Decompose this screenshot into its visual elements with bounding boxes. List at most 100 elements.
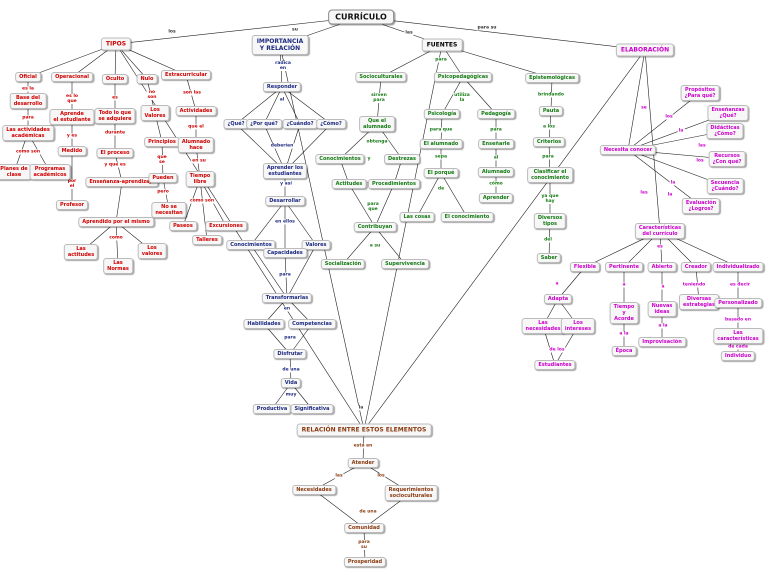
concept-node-talleres: Talleres bbox=[192, 235, 222, 245]
connector-necesita-proposito bbox=[627, 92, 701, 151]
concept-node-abierto: Abierto bbox=[647, 262, 677, 272]
link-phrase: la bbox=[357, 405, 365, 411]
concept-node-actitudes-r: Las actitudes bbox=[63, 244, 99, 260]
concept-node-nulo: Nulo bbox=[136, 74, 158, 84]
concept-node-epoca: Época bbox=[611, 346, 637, 356]
link-phrase: durante bbox=[103, 130, 127, 136]
concept-node-extracurricular: Extracurricular bbox=[160, 70, 212, 80]
link-phrase: las bbox=[639, 190, 649, 196]
concept-node-principios: Principios bbox=[144, 137, 180, 147]
concept-node-normas: Las Normas bbox=[103, 258, 133, 274]
concept-node-que-alumnado: Que el alumnado bbox=[359, 116, 395, 132]
concept-node-curriculo: CURRÍCULO bbox=[328, 9, 394, 25]
connector-tiempo_libre-talleres bbox=[199, 178, 208, 241]
concept-node-tiempo-acorde: Tiempo y Acorde bbox=[609, 302, 639, 324]
link-phrase: los bbox=[695, 158, 705, 164]
link-phrase: se bbox=[640, 105, 648, 111]
concept-node-desarrollar: Desarrollar bbox=[265, 196, 305, 206]
concept-node-no-se: No se necesitan bbox=[151, 202, 187, 218]
concept-node-socializacion: Socialización bbox=[320, 259, 366, 269]
concept-node-saber: Saber bbox=[536, 253, 562, 263]
concept-node-creador: Creador bbox=[680, 262, 712, 272]
concept-node-operacional: Operacional bbox=[51, 72, 93, 82]
link-phrase: de una bbox=[358, 509, 378, 515]
link-phrase: utiliza la bbox=[453, 93, 471, 103]
link-phrase: para bbox=[434, 57, 448, 63]
connector-elaboracion-caracteristicas bbox=[644, 49, 661, 232]
concept-node-evaluacion: Evaluación ¿Logros? bbox=[681, 198, 721, 214]
concept-node-base: Base del desarrollo bbox=[9, 93, 47, 109]
link-phrase: para que bbox=[428, 127, 454, 133]
concept-node-oficial: Oficial bbox=[15, 72, 41, 82]
link-phrase: para bbox=[489, 127, 503, 133]
link-phrase: ya que hay bbox=[540, 194, 560, 204]
concept-node-criterios: Criterios bbox=[532, 137, 566, 147]
link-phrase: de cada bbox=[727, 344, 749, 350]
concept-node-diversas-estr: Diversas estrategias bbox=[678, 294, 720, 310]
concept-node-competencias: Competencias bbox=[288, 319, 336, 329]
link-phrase: al bbox=[492, 155, 500, 161]
concept-node-supervivencia: Supervivencia bbox=[381, 259, 429, 269]
link-phrase: y es bbox=[65, 133, 79, 139]
concept-node-como-q: ¿Cómo? bbox=[316, 119, 346, 129]
link-phrase: brindando bbox=[537, 92, 565, 98]
link-phrase: por el bbox=[66, 179, 78, 189]
concept-node-aprender-g: Aprender bbox=[478, 193, 514, 203]
concept-node-el-conocimiento: El conocimiento bbox=[440, 212, 494, 222]
concept-node-flexible: Flexible bbox=[569, 262, 601, 272]
concept-node-todo-lo-que: Todo lo que se adquiere bbox=[94, 108, 136, 124]
concept-node-actividades-acad: Las actividades académicas bbox=[2, 125, 54, 141]
concept-node-procedimientos: Procedimientos bbox=[368, 179, 420, 189]
link-phrase: las bbox=[697, 143, 707, 149]
connector-ens_apr-aprendido bbox=[115, 181, 123, 223]
link-phrase: su bbox=[291, 27, 299, 33]
link-phrase: pero bbox=[156, 189, 170, 195]
concept-node-ensenanzas: Enseñanzas ¿Qué? bbox=[707, 105, 749, 121]
concept-node-individuo: Individuo bbox=[720, 351, 756, 361]
link-phrase: de bbox=[436, 186, 446, 192]
concept-node-pertinente: Pertinente bbox=[605, 262, 643, 272]
link-phrase: para bbox=[21, 115, 35, 121]
link-phrase: a bbox=[660, 284, 666, 290]
concept-node-cuando-q: ¿Cuándo? bbox=[282, 119, 318, 129]
concept-node-tiempo-libre: Tiempo libre bbox=[185, 171, 215, 187]
concept-node-estudiantes-m: Estudiantes bbox=[534, 360, 576, 370]
concept-node-productiva: Productiva bbox=[252, 404, 292, 414]
link-phrase: que el bbox=[187, 124, 205, 130]
concept-node-valores-n: Valores bbox=[301, 240, 331, 250]
connector-el_porque-las_cosas bbox=[416, 172, 442, 218]
link-phrase: las bbox=[334, 473, 344, 479]
link-phrase: a su bbox=[368, 243, 382, 249]
concept-node-pueden: Pueden bbox=[148, 173, 178, 183]
concept-node-alumnado-g: Alumnado bbox=[477, 167, 515, 177]
concept-node-paseos: Paseos bbox=[169, 221, 197, 231]
concept-node-intereses: Los intereses bbox=[560, 318, 596, 334]
concept-node-comunidad: Comunidad bbox=[344, 523, 384, 533]
concept-node-los-valores-r: Los valores bbox=[137, 243, 167, 259]
connector-curriculo-tipos bbox=[115, 16, 362, 45]
concept-node-significativa: Significativa bbox=[290, 404, 334, 414]
link-phrase: es bbox=[111, 95, 119, 101]
concept-node-destrezas: Destrezas bbox=[383, 154, 421, 164]
link-phrase: y bbox=[366, 156, 372, 162]
concept-node-requerimientos: Requerimientos socioculturales bbox=[384, 485, 438, 501]
concept-node-improvisacion: Improvisación bbox=[638, 337, 686, 347]
concept-node-psicopedagogicas: Psicopedagógicas bbox=[433, 72, 493, 82]
concept-node-necesita: Necesita conocer bbox=[599, 145, 657, 155]
concept-node-las-cosas: Las cosas bbox=[399, 212, 435, 222]
link-phrase: radica en bbox=[274, 61, 292, 71]
concept-node-conocimientos-g: Conocimientos bbox=[315, 154, 365, 164]
concept-node-el-porque: El porqué bbox=[423, 168, 459, 178]
link-phrase: para que bbox=[366, 202, 380, 212]
link-phrase: obtenga bbox=[365, 139, 389, 145]
link-phrase: como son bbox=[14, 149, 42, 155]
concept-node-didacticas: Didácticas ¿Cómo? bbox=[706, 123, 744, 139]
concept-node-que-q: ¿Qué? bbox=[223, 119, 249, 129]
link-phrase: está en bbox=[352, 443, 374, 449]
concept-node-actividades: Actividades bbox=[175, 106, 217, 116]
concept-node-individualizado: Individualizado bbox=[712, 262, 764, 272]
link-phrase: no son bbox=[146, 90, 158, 100]
link-phrase: los bbox=[167, 29, 177, 35]
concept-node-recursos: Recursos ¿Con qué? bbox=[708, 151, 746, 167]
